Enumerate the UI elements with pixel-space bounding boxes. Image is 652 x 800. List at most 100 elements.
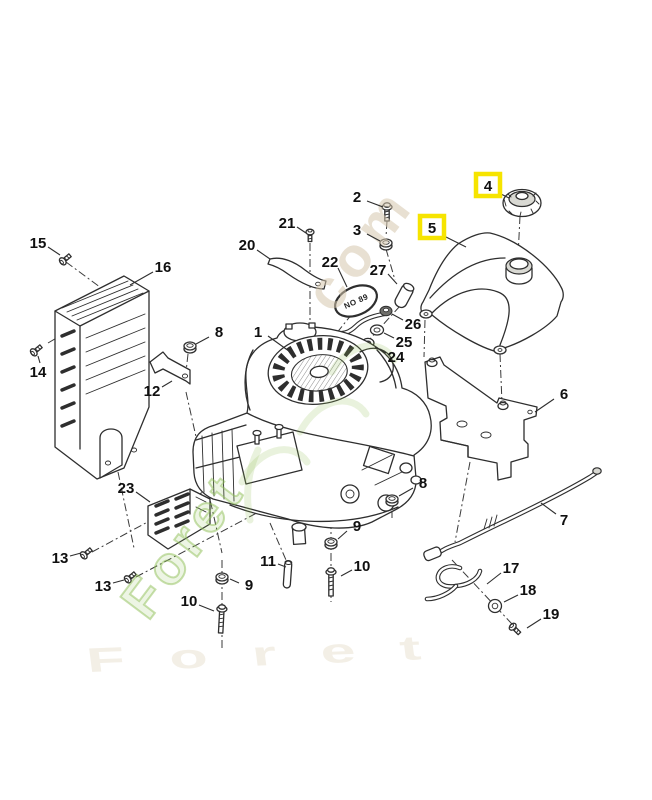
leader-line-7 xyxy=(540,502,557,515)
callout-2[interactable]: 2 xyxy=(353,189,384,208)
callout-10[interactable]: 10 xyxy=(181,593,215,612)
leader-line-20 xyxy=(256,249,271,260)
leader-line-16 xyxy=(129,271,154,286)
leader-line-1 xyxy=(267,335,294,355)
callout-number: 16 xyxy=(155,259,172,276)
callout-1[interactable]: 1 xyxy=(254,324,294,355)
callout-13[interactable]: 13 xyxy=(52,550,82,567)
callout-19[interactable]: 19 xyxy=(526,606,559,629)
part-fuel-cap xyxy=(502,188,542,218)
callout-number: 2 xyxy=(353,189,361,206)
callout-number: 1 xyxy=(254,324,262,341)
leader-line-15 xyxy=(47,246,61,256)
leader-line-26 xyxy=(391,313,404,321)
part-tank-bracket xyxy=(424,356,538,481)
part-cover-plate xyxy=(267,257,327,290)
callout-23[interactable]: 23 xyxy=(118,480,151,503)
callout-15[interactable]: 15 xyxy=(30,235,61,256)
part-insulator-27 xyxy=(394,282,415,309)
callout-number: 25 xyxy=(396,334,413,351)
callout-number: 20 xyxy=(239,237,256,254)
part-screw-21 xyxy=(305,228,315,243)
part-bolt-10a xyxy=(325,567,337,597)
callout-11[interactable]: 11 xyxy=(260,553,287,570)
callout-number: 13 xyxy=(95,578,112,595)
leader-line-4 xyxy=(500,193,510,199)
leader-line-10 xyxy=(340,569,353,577)
callout-number: 4 xyxy=(484,178,493,195)
callout-12[interactable]: 12 xyxy=(144,380,173,400)
callout-number: 22 xyxy=(322,254,339,271)
callout-number: 8 xyxy=(215,324,223,341)
callout-number: 7 xyxy=(560,512,568,529)
leader-line-25 xyxy=(383,332,395,339)
callout-14[interactable]: 14 xyxy=(30,355,47,381)
highlight-box-5 xyxy=(417,213,447,241)
callout-16[interactable]: 16 xyxy=(129,259,172,286)
leader-line-12 xyxy=(161,380,173,388)
callout-number: 18 xyxy=(520,582,537,599)
callout-4-highlighted[interactable]: 4 xyxy=(473,171,510,199)
callout-number: 10 xyxy=(354,558,371,575)
callout-7[interactable]: 7 xyxy=(540,502,568,529)
callout-8[interactable]: 8 xyxy=(195,324,223,345)
callout-21[interactable]: 21 xyxy=(279,215,307,234)
callout-number: 11 xyxy=(260,553,276,570)
callout-number: 21 xyxy=(279,215,296,232)
part-screw-13a xyxy=(78,545,95,561)
leader-line-11 xyxy=(277,563,287,568)
callout-9[interactable]: 9 xyxy=(229,577,253,594)
callout-20[interactable]: 20 xyxy=(239,237,271,260)
leader-line-19 xyxy=(526,618,542,629)
callout-5-highlighted[interactable]: 5 xyxy=(417,213,467,248)
callout-26[interactable]: 26 xyxy=(391,313,422,333)
callout-18[interactable]: 18 xyxy=(503,582,537,603)
callout-number: 12 xyxy=(144,383,161,400)
leader-line-17 xyxy=(486,572,502,585)
part-emblem: NO 89 xyxy=(334,284,378,318)
leader-line-24 xyxy=(374,346,387,354)
callout-3[interactable]: 3 xyxy=(353,222,381,242)
callout-6[interactable]: 6 xyxy=(534,386,568,413)
callout-8[interactable]: 8 xyxy=(398,475,427,497)
callout-25[interactable]: 25 xyxy=(383,332,413,351)
callout-24[interactable]: 24 xyxy=(374,346,405,366)
part-engine xyxy=(192,322,432,546)
leader-line-9 xyxy=(229,578,240,584)
callout-number: 13 xyxy=(52,550,69,567)
part-screw-14 xyxy=(28,342,45,358)
leader-line-22 xyxy=(337,267,348,288)
leader-line-10 xyxy=(198,604,215,612)
callout-27[interactable]: 27 xyxy=(370,262,398,285)
leader-line-9 xyxy=(337,530,348,540)
flywheel-fan xyxy=(267,335,369,405)
callout-9[interactable]: 9 xyxy=(337,518,361,540)
callout-number: 15 xyxy=(30,235,47,252)
callout-layer: 1234567889910101112131314151617181920212… xyxy=(30,171,568,629)
callout-10[interactable]: 10 xyxy=(340,558,371,577)
callout-number: 6 xyxy=(560,386,568,403)
callout-number: 5 xyxy=(428,220,436,237)
part-bolt-10b xyxy=(214,603,228,634)
leader-line-2 xyxy=(366,200,384,208)
callout-number: 9 xyxy=(353,518,361,535)
callout-17[interactable]: 17 xyxy=(486,560,519,585)
callout-22[interactable]: 22 xyxy=(322,254,348,288)
callout-number: 14 xyxy=(30,364,47,381)
part-pin xyxy=(282,560,293,589)
callout-number: 23 xyxy=(118,480,135,497)
callout-13[interactable]: 13 xyxy=(95,578,125,595)
part-washer-18 xyxy=(487,598,503,614)
part-nut-9b xyxy=(215,572,229,585)
leader-line-5 xyxy=(443,235,467,248)
leader-line-21 xyxy=(296,226,307,234)
part-nut-9a xyxy=(324,537,338,550)
part-grille xyxy=(147,488,211,550)
part-hose-clamp xyxy=(424,564,483,602)
part-bracket-stay xyxy=(149,351,191,385)
part-nut-8a xyxy=(183,341,197,354)
watermark-faint: Foret xyxy=(84,627,467,680)
callout-number: 26 xyxy=(405,316,422,333)
